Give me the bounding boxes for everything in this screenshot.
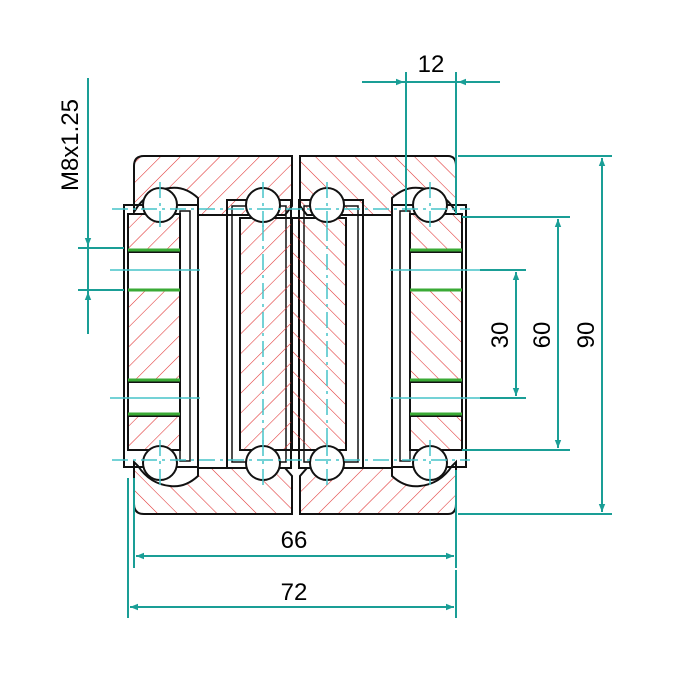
- ball-bearings-bottom: [142, 445, 448, 481]
- left-slider-mid-a: [127, 251, 181, 291]
- center-right-rail: [291, 217, 347, 451]
- centerlines: [112, 182, 470, 486]
- left-housing-inner: [179, 210, 191, 462]
- dim-30-label: 30: [487, 322, 514, 349]
- left-slider-bottom: [127, 415, 181, 451]
- right-slider-bottom: [409, 415, 463, 451]
- dim-90-label: 90: [573, 322, 600, 349]
- dim-66-label: 66: [281, 527, 308, 554]
- dim-72-label: 72: [281, 579, 308, 606]
- right-slider-mid-a: [409, 251, 463, 291]
- right-slider-main: [409, 289, 463, 381]
- dim-60-label: 60: [529, 322, 556, 349]
- dimension-labels: 66 72 12 90 60 30 M8x1.25: [57, 51, 600, 606]
- left-slider-main: [127, 289, 181, 381]
- dimension-lines: [78, 72, 612, 618]
- seal-strips: [128, 248, 462, 416]
- dim-12-label: 12: [418, 51, 445, 78]
- center-left-rail: [239, 217, 293, 451]
- hinge-assembly: [123, 155, 467, 515]
- thread-label: M8x1.25: [57, 99, 84, 191]
- thread-axes: [110, 269, 480, 399]
- right-housing-inner: [399, 210, 411, 462]
